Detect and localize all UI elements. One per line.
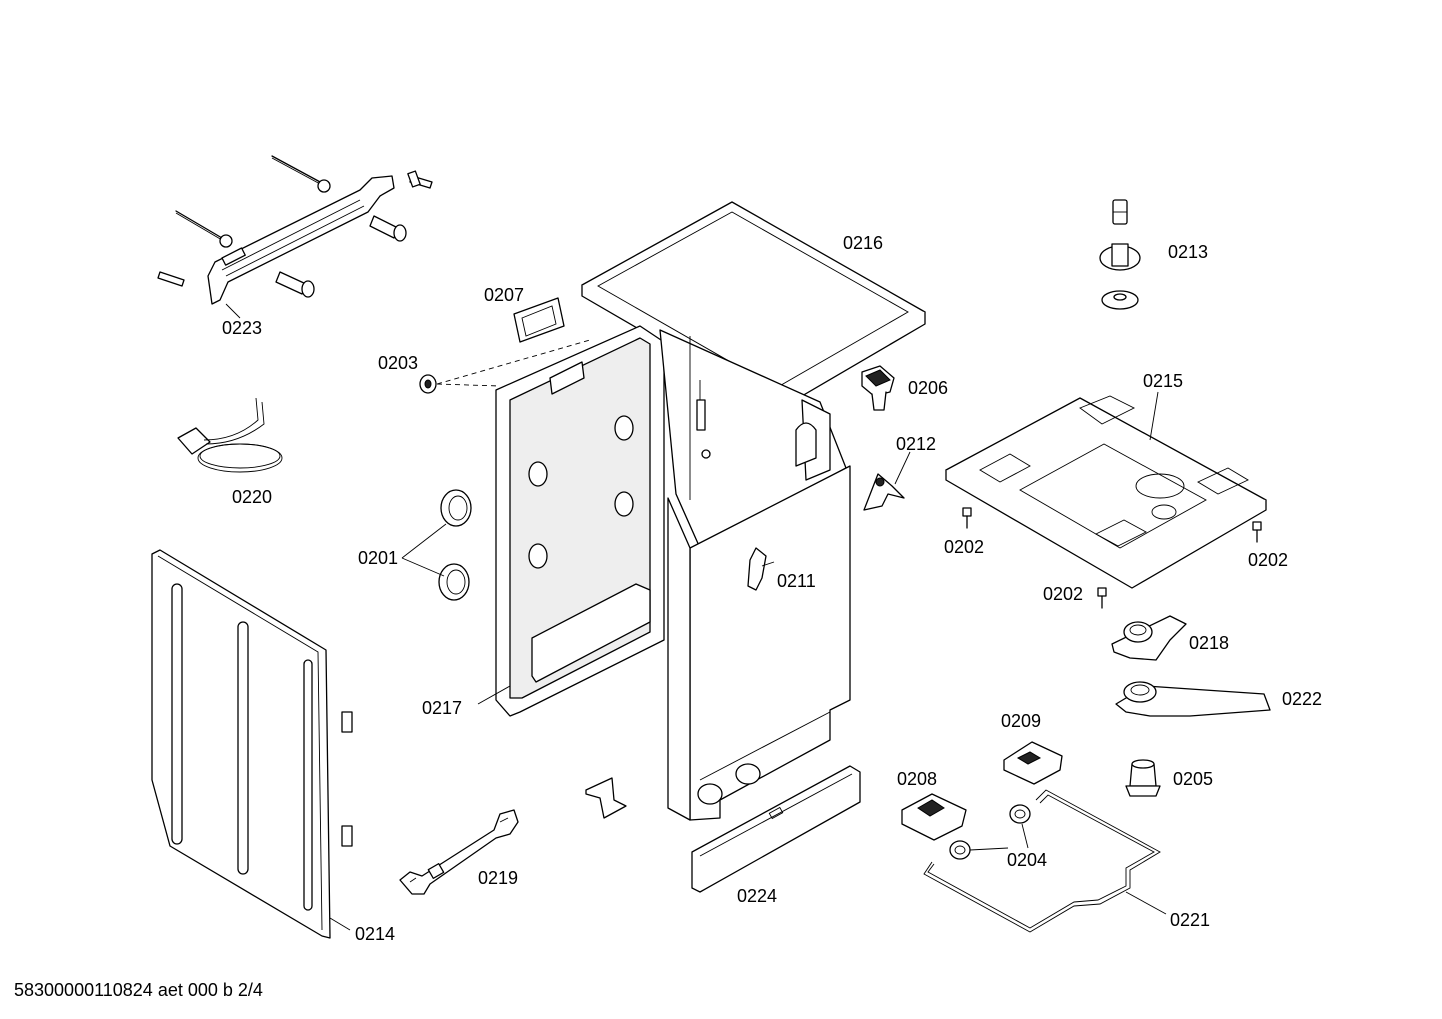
label-0204: 0204: [1007, 850, 1047, 870]
part-0217-cabinet: 0217: [422, 325, 851, 821]
part-0222-arm-bracket: 0222: [1115, 681, 1322, 717]
label-0223: 0223: [222, 318, 262, 338]
label-0202-b: 0202: [1248, 550, 1288, 570]
part-0206-clip: 0206: [861, 365, 948, 411]
part-0215-base-plate: 0215: [945, 371, 1267, 589]
part-0203-grommet: 0203: [378, 339, 591, 394]
label-0207: 0207: [484, 285, 524, 305]
label-0213: 0213: [1168, 242, 1208, 262]
label-0202-c: 0202: [1043, 584, 1083, 604]
label-0209: 0209: [1001, 711, 1041, 731]
label-0220: 0220: [232, 487, 272, 507]
label-0217: 0217: [422, 698, 462, 718]
part-0214-side-panel: 0214: [151, 549, 395, 944]
label-0212: 0212: [896, 434, 936, 454]
part-0211-hook: 0211: [747, 547, 816, 591]
part-0209-connector: 0209: [1001, 711, 1063, 785]
part-0223-bracket: 0223: [157, 155, 433, 338]
label-0211: 0211: [777, 571, 816, 591]
label-0222: 0222: [1282, 689, 1322, 709]
part-0219-wrench: 0219: [399, 809, 519, 895]
part-0212-latch: 0212: [863, 434, 936, 511]
part-0207-gasket: 0207: [484, 285, 565, 343]
label-0215: 0215: [1143, 371, 1183, 391]
part-0205-cylinder: 0205: [1125, 759, 1213, 797]
part-0221-wire-loop: 0221: [923, 789, 1210, 933]
part-0201-grommets: 0201: [358, 489, 472, 601]
part-0220-power-cord: 0220: [177, 397, 283, 507]
part-0208-connector: 0208: [897, 769, 967, 841]
label-0203: 0203: [378, 353, 418, 373]
part-small-bracket: [585, 777, 627, 819]
drawing-reference-footer: 58300000110824 aet 000 b 2/4: [14, 980, 263, 1000]
label-0214: 0214: [355, 924, 395, 944]
label-0201: 0201: [358, 548, 398, 568]
part-0202-screws: 0202 0202 0202: [944, 507, 1288, 609]
label-0218: 0218: [1189, 633, 1229, 653]
label-0205: 0205: [1173, 769, 1213, 789]
label-0219: 0219: [478, 868, 518, 888]
label-0206: 0206: [908, 378, 948, 398]
part-0204-caps: 0204: [949, 804, 1047, 870]
label-0221: 0221: [1170, 910, 1210, 930]
label-0224: 0224: [737, 886, 777, 906]
label-0202-a: 0202: [944, 537, 984, 557]
part-0224-kick-plate: 0224: [691, 765, 861, 906]
label-0216: 0216: [843, 233, 883, 253]
part-0213-foot: 0213: [1099, 199, 1208, 310]
part-0216-top-panel: 0216: [581, 201, 926, 411]
label-0208: 0208: [897, 769, 937, 789]
part-0218-pump-bracket: 0218: [1111, 615, 1229, 661]
